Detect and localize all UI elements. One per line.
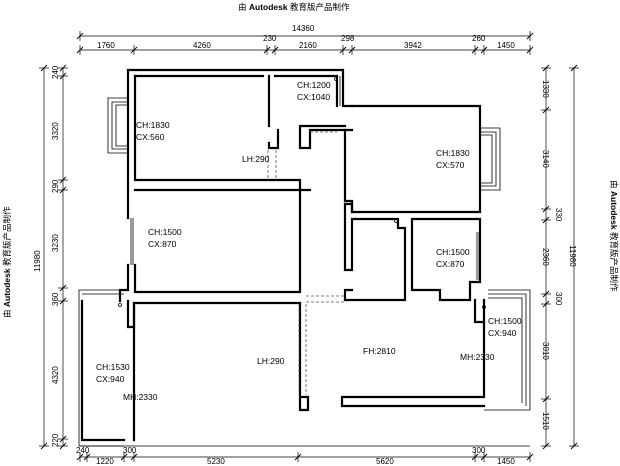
dim-left-1: 240 [51,65,60,79]
dim-bottom-2: 1220 [96,457,114,466]
walls [80,68,486,442]
label-ch1830-left: CH:1830 [136,120,170,130]
right-dimension-total: 11980 [568,64,579,450]
dim-right-total: 11980 [568,245,577,267]
label-cx870-right: CX:870 [436,259,465,269]
dim-left-6: 4320 [51,366,60,384]
dim-left-3: 290 [51,179,60,193]
label-cx560: CX:560 [136,132,165,142]
label-lh290-bottom: LH:290 [257,356,285,366]
label-ch1500-left: CH:1500 [148,227,182,237]
dim-top-5: 298 [341,34,355,43]
label-fh2810: FH:2810 [363,346,396,356]
dim-right-1: 1330 [541,80,550,98]
bottom-dimension-segments: 240 1220 300 5230 5620 300 1450 [76,446,534,466]
dim-bottom-7: 1450 [497,457,515,466]
dim-left-5: 360 [51,292,60,306]
dim-top-1: 1760 [97,41,115,50]
watermark-left: 由 Autodesk 教育版产品制作 [2,206,12,318]
dim-top-4: 2160 [299,41,317,50]
label-mh2330-left: MH:2330 [123,392,158,402]
svg-text:由 Autodesk 教育版产品制作: 由 Autodesk 教育版产品制作 [238,2,350,12]
room-labels: CH:1200 CX:1040 CH:1830 CX:560 CH:1830 C… [96,80,522,402]
top-dimension-total: 14360 [76,24,534,41]
balcony-lines [78,76,531,447]
label-ch1500-right: CH:1500 [436,247,470,257]
label-mh2330-right: MH:2330 [460,352,495,362]
label-ch1500-balcony: CH:1500 [488,316,522,326]
watermark-top: 由 Autodesk 教育版产品制作 [238,2,350,12]
label-cx1040: CX:1040 [297,92,330,102]
left-dimension-total: 11980 [33,64,49,450]
dim-left-7: 220 [51,433,60,447]
dim-right-2: 3140 [541,150,550,168]
right-dimension-segments: 1330 3140 330 2360 300 3010 1510 [541,64,563,450]
watermark-right: 由 Autodesk 教育版产品制作 [609,180,619,292]
dim-top-8: 1450 [497,41,515,50]
dim-top-7: 260 [472,34,486,43]
dim-bottom-4: 5230 [207,457,225,466]
label-ch1200: CH:1200 [297,80,331,90]
label-cx870-left: CX:870 [148,239,177,249]
label-cx940-balcony: CX:940 [488,328,517,338]
label-lh290-top: LH:290 [242,154,270,164]
dim-top-6: 3942 [404,41,422,50]
dim-right-6: 3010 [541,342,550,360]
top-dimension-segments: 1760 4260 230 2160 298 3942 260 1450 [76,34,534,55]
dim-right-5: 300 [554,292,563,306]
label-cx570: CX:570 [436,160,465,170]
svg-text:由 Autodesk 教育版产品制作: 由 Autodesk 教育版产品制作 [609,180,619,292]
label-cx940-left: CX:940 [96,374,125,384]
dim-right-7: 1510 [541,412,550,430]
dim-bottom-1: 240 [76,446,90,455]
dashed-openings [267,131,345,395]
dim-bottom-5: 5620 [376,457,394,466]
label-ch1830-right: CH:1830 [436,148,470,158]
dim-bottom-6: 300 [472,446,486,455]
left-dimension-segments: 240 3320 290 3230 360 4320 220 [51,64,68,450]
dim-left-2: 3320 [51,122,60,140]
dim-top-2: 4260 [193,41,211,50]
dim-left-4: 3230 [51,234,60,252]
dim-top-total: 14360 [292,24,315,33]
dim-bottom-3: 300 [123,446,137,455]
label-ch1530: CH:1530 [96,362,130,372]
dim-left-total: 11980 [33,250,42,272]
dim-right-3: 330 [554,208,563,222]
dim-right-4: 2360 [541,248,550,266]
dim-top-3: 230 [263,34,277,43]
svg-text:由 Autodesk 教育版产品制作: 由 Autodesk 教育版产品制作 [2,206,12,318]
